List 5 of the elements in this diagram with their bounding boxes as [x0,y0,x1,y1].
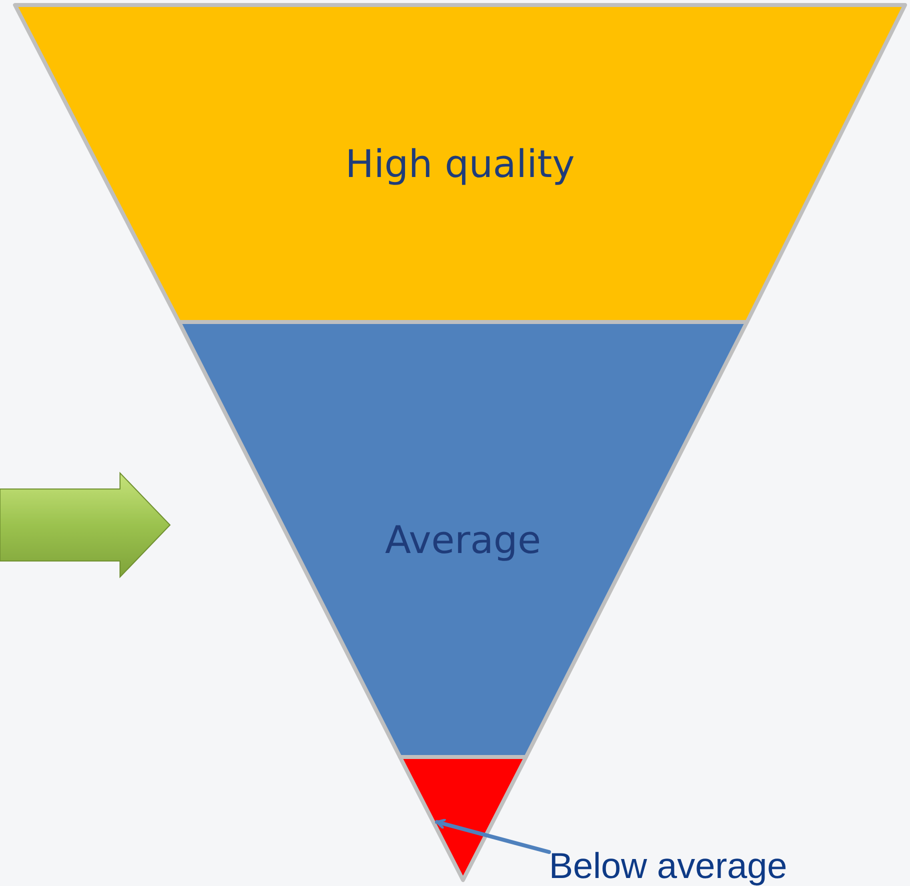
band-label: Average [384,518,542,562]
callout-label: Below average [549,848,788,884]
band-label: High quality [345,142,575,186]
block-arrow [0,472,171,578]
leader-arrow [435,818,551,854]
